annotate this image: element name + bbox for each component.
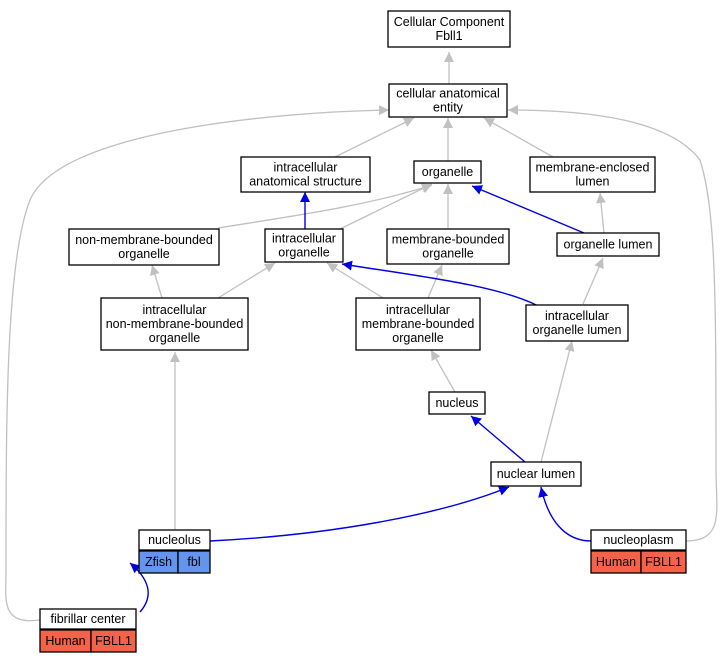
node-label-line: nuclear lumen — [497, 467, 576, 481]
node-box — [388, 83, 508, 118]
node-box — [490, 461, 582, 487]
edge-nucleoplasm-to-nuclear-lumen — [538, 486, 592, 542]
node-label-line: organelle — [278, 246, 329, 260]
node-label-line: organelle — [118, 247, 169, 261]
node-box — [100, 297, 249, 351]
node-box — [386, 228, 510, 265]
edge-nucleus-to-imbo — [430, 349, 456, 393]
node-label-line: membrane-bounded — [362, 317, 475, 331]
node-label-line: nucleolus — [148, 533, 201, 547]
edge-inmbo-to-io — [217, 262, 276, 299]
node-label-line: Fbll1 — [435, 29, 462, 43]
species-label: Human — [45, 634, 85, 648]
node-organelle[interactable]: organelle — [413, 160, 482, 184]
node-label-line: organelle lumen — [564, 238, 653, 252]
edge-fibrillar-to-nucleolus — [129, 562, 149, 613]
edge-nuclear-lumen-to-iol — [540, 340, 575, 463]
node-label-line: intracellular — [545, 309, 609, 323]
edge-ias-to-cae — [334, 117, 415, 158]
edge-nucleoplasm-to-cae — [507, 105, 718, 542]
node-inmbo[interactable]: intracellularnon-membrane-boundedorganel… — [100, 297, 249, 351]
node-label-line: membrane-bounded — [392, 233, 505, 247]
annotation-row-nucleolus: Zfish fbl — [138, 550, 211, 574]
node-label-line: intracellular — [143, 303, 207, 317]
node-box — [39, 608, 137, 630]
node-nucleolus[interactable]: nucleolus — [138, 529, 211, 551]
node-box — [264, 228, 344, 263]
node-box — [240, 156, 371, 193]
edge-nuclear-lumen-to-nucleus — [470, 415, 526, 463]
node-box — [387, 10, 511, 48]
node-label-line: organelle lumen — [533, 323, 622, 337]
edge-ol-to-organelle — [471, 185, 585, 234]
node-box — [355, 297, 481, 351]
edge-mel-to-cae — [483, 117, 554, 158]
node-box — [525, 304, 629, 342]
node-box — [590, 529, 687, 551]
edge-fibrillar-to-cae — [5, 105, 390, 622]
node-ol[interactable]: organelle lumen — [556, 232, 660, 257]
node-label-line: organelle — [392, 331, 443, 345]
node-box — [68, 228, 220, 266]
node-box — [138, 529, 211, 551]
node-label-line: non-membrane-bounded — [75, 233, 213, 247]
species-label: Zfish — [145, 555, 172, 569]
gene-cell — [90, 629, 137, 653]
node-nucleus[interactable]: nucleus — [428, 391, 486, 415]
node-label-line: lumen — [575, 175, 609, 189]
node-label-line: organelle — [149, 331, 200, 345]
node-label-line: nucleus — [435, 396, 478, 410]
node-label-line: intracellular — [272, 232, 336, 246]
edge-iol-to-io — [341, 260, 541, 308]
edge-imbo-to-io — [326, 262, 384, 299]
edge-io-to-organelle — [337, 183, 433, 231]
node-label-line: intracellular — [274, 161, 338, 175]
species-label: Human — [596, 555, 636, 569]
edge-nucleolus-to-nuclear-lumen — [209, 486, 510, 542]
node-label-line: Cellular Component — [394, 15, 505, 29]
node-box — [413, 160, 482, 184]
gene-label: FBLL1 — [95, 634, 132, 648]
node-label-line: anatomical structure — [249, 175, 362, 189]
gene-cell — [640, 550, 687, 574]
node-box — [529, 156, 656, 193]
edge-ol-to-mel — [596, 192, 606, 234]
node-label-line: cellular anatomical — [396, 87, 500, 101]
node-label-line: fibrillar center — [50, 612, 125, 626]
node-label-line: nucleoplasm — [603, 533, 673, 547]
gene-label: FBLL1 — [645, 555, 682, 569]
node-label-line: non-membrane-bounded — [106, 317, 244, 331]
node-box — [556, 232, 660, 257]
edge-inmbo-to-nmbo — [150, 264, 163, 299]
node-nuclear-lumen[interactable]: nuclear lumen — [490, 461, 582, 487]
edge-nmbo-to-organelle — [217, 183, 433, 229]
node-label-line: entity — [433, 101, 464, 115]
node-label-line: organelle — [422, 165, 473, 179]
node-nucleoplasm[interactable]: nucleoplasm — [590, 529, 687, 551]
gene-label: fbl — [187, 555, 200, 569]
annotation-row-nucleoplasm: Human FBLL1 — [590, 550, 687, 574]
gene-cell — [177, 550, 211, 574]
annotation-row-fibrillar: Human FBLL1 — [39, 629, 137, 653]
edge-imbo-to-mbo — [427, 264, 443, 299]
node-box — [428, 391, 486, 415]
node-fibrillar[interactable]: fibrillar center — [39, 608, 137, 630]
node-label-line: organelle — [422, 247, 473, 261]
node-label-line: membrane-enclosed — [536, 161, 650, 175]
edge-iol-to-ol — [582, 257, 604, 305]
node-label-line: intracellular — [386, 303, 450, 317]
